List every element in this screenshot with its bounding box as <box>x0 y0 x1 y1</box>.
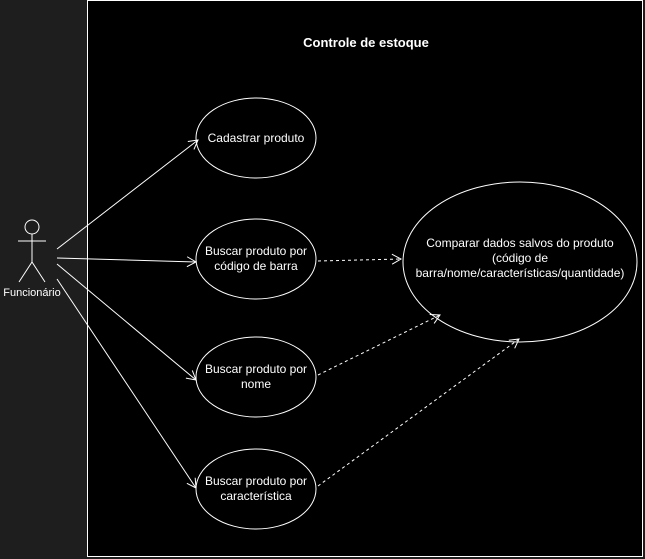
use-case-label-cadastrar: Cadastrar produto <box>207 130 305 145</box>
use-case-label-codigo-barra: Buscar produto por código de barra <box>204 244 308 273</box>
use-case-ellipse-caracteristica[interactable] <box>195 448 317 530</box>
dependency-caracteristica-comparar <box>317 338 520 487</box>
dependency-nome-comparar <box>317 313 441 376</box>
association-actor-caracteristica <box>56 278 197 489</box>
association-actor-cadastrar <box>56 139 199 250</box>
actor-label: Funcionário <box>3 287 61 299</box>
use-case-label-comparar: Comparar dados salvos do produto (código… <box>415 235 625 280</box>
dependency-codigo-barra-comparar <box>317 253 403 265</box>
use-case-label-nome: Buscar produto por nome <box>204 362 308 391</box>
use-case-ellipse-comparar[interactable] <box>402 181 638 343</box>
use-case-ellipse-cadastrar[interactable] <box>195 97 317 179</box>
association-actor-nome <box>56 263 197 381</box>
association-actor-codigo-barra <box>56 256 198 268</box>
actor-stick-figure-icon <box>18 219 46 283</box>
system-title: Controle de estoque <box>303 35 429 50</box>
use-case-label-caracteristica: Buscar produto por característica <box>204 474 308 503</box>
